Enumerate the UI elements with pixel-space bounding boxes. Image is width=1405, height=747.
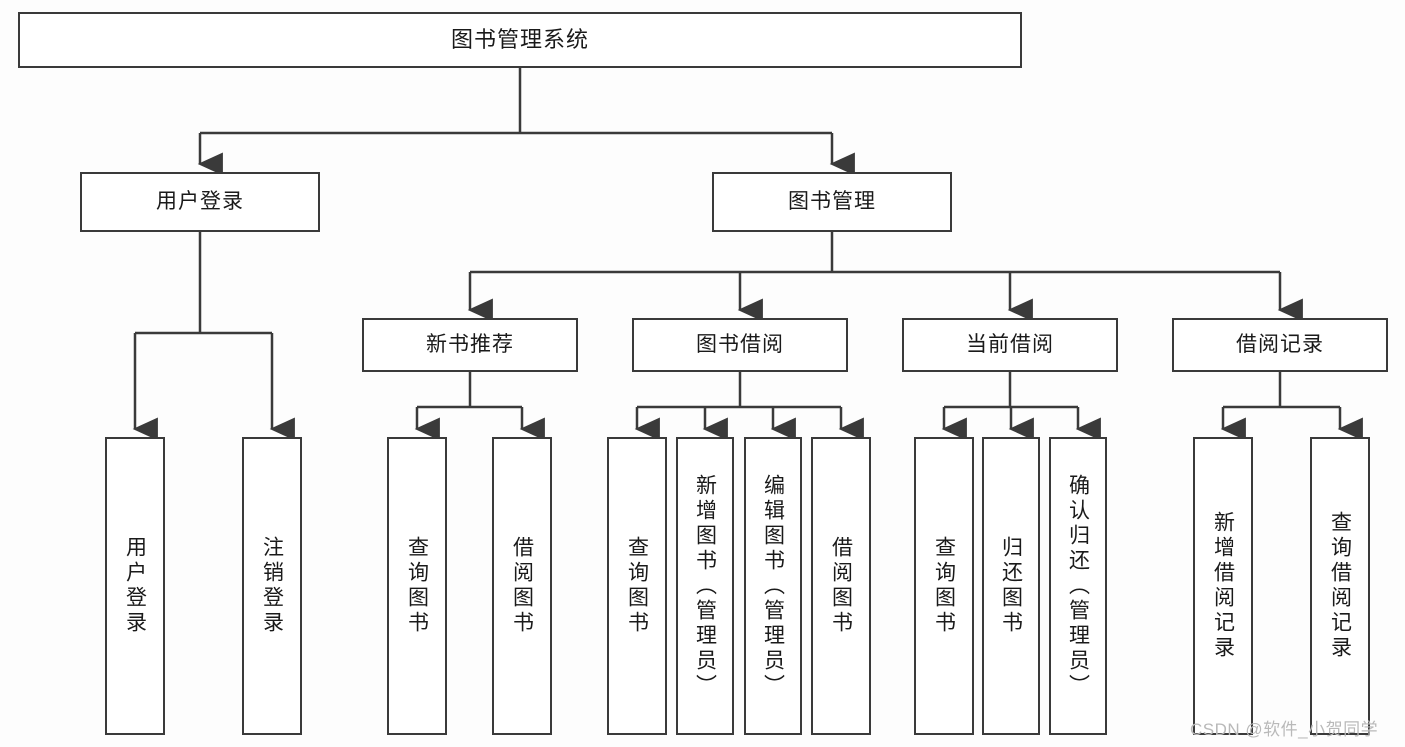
leaf-borrow-record-add[interactable]: 新增借阅记录 — [1193, 437, 1253, 735]
leaf-label: 归还图书 — [999, 536, 1023, 636]
leaf-borrow-record-query[interactable]: 查询借阅记录 — [1310, 437, 1370, 735]
leaf-user-login-login[interactable]: 用户登录 — [105, 437, 165, 735]
node-new-book-recommend[interactable]: 新书推荐 — [362, 318, 578, 372]
leaf-current-borrow-query[interactable]: 查询图书 — [914, 437, 974, 735]
node-user-login[interactable]: 用户登录 — [80, 172, 320, 232]
leaf-book-borrow-query[interactable]: 查询图书 — [607, 437, 667, 735]
leaf-label: 查询借阅记录 — [1328, 511, 1352, 661]
leaf-label: 编辑图书（管理员） — [761, 473, 785, 699]
node-label: 当前借阅 — [966, 333, 1054, 357]
leaf-label: 借阅图书 — [829, 536, 853, 636]
leaf-current-borrow-confirm-admin[interactable]: 确认归还（管理员） — [1049, 437, 1107, 735]
leaf-label: 查询图书 — [625, 536, 649, 636]
node-root-system[interactable]: 图书管理系统 — [18, 12, 1022, 68]
leaf-label: 新增图书（管理员） — [693, 473, 717, 699]
node-book-management[interactable]: 图书管理 — [712, 172, 952, 232]
leaf-book-borrow-borrow[interactable]: 借阅图书 — [811, 437, 871, 735]
leaf-label: 新增借阅记录 — [1211, 511, 1235, 661]
leaf-label: 确认归还（管理员） — [1066, 473, 1090, 699]
leaf-current-borrow-return[interactable]: 归还图书 — [982, 437, 1040, 735]
leaf-book-borrow-add-admin[interactable]: 新增图书（管理员） — [676, 437, 734, 735]
node-label: 用户登录 — [156, 190, 244, 214]
leaf-label: 用户登录 — [123, 536, 147, 636]
leaf-label: 查询图书 — [405, 536, 429, 636]
node-book-borrow[interactable]: 图书借阅 — [632, 318, 848, 372]
node-label: 借阅记录 — [1236, 333, 1324, 357]
node-current-borrow[interactable]: 当前借阅 — [902, 318, 1118, 372]
node-label: 新书推荐 — [426, 333, 514, 357]
leaf-label: 借阅图书 — [510, 536, 534, 636]
node-borrow-record[interactable]: 借阅记录 — [1172, 318, 1388, 372]
leaf-book-borrow-edit-admin[interactable]: 编辑图书（管理员） — [744, 437, 802, 735]
node-label: 图书借阅 — [696, 333, 784, 357]
leaf-label: 查询图书 — [932, 536, 956, 636]
node-label: 图书管理 — [788, 190, 876, 214]
leaf-new-book-borrow[interactable]: 借阅图书 — [492, 437, 552, 735]
node-label: 图书管理系统 — [450, 26, 589, 52]
watermark-text: CSDN @软件_小贺同学 — [1190, 720, 1379, 739]
leaf-label: 注销登录 — [260, 536, 284, 636]
leaf-new-book-query[interactable]: 查询图书 — [387, 437, 447, 735]
leaf-user-login-logout[interactable]: 注销登录 — [242, 437, 302, 735]
